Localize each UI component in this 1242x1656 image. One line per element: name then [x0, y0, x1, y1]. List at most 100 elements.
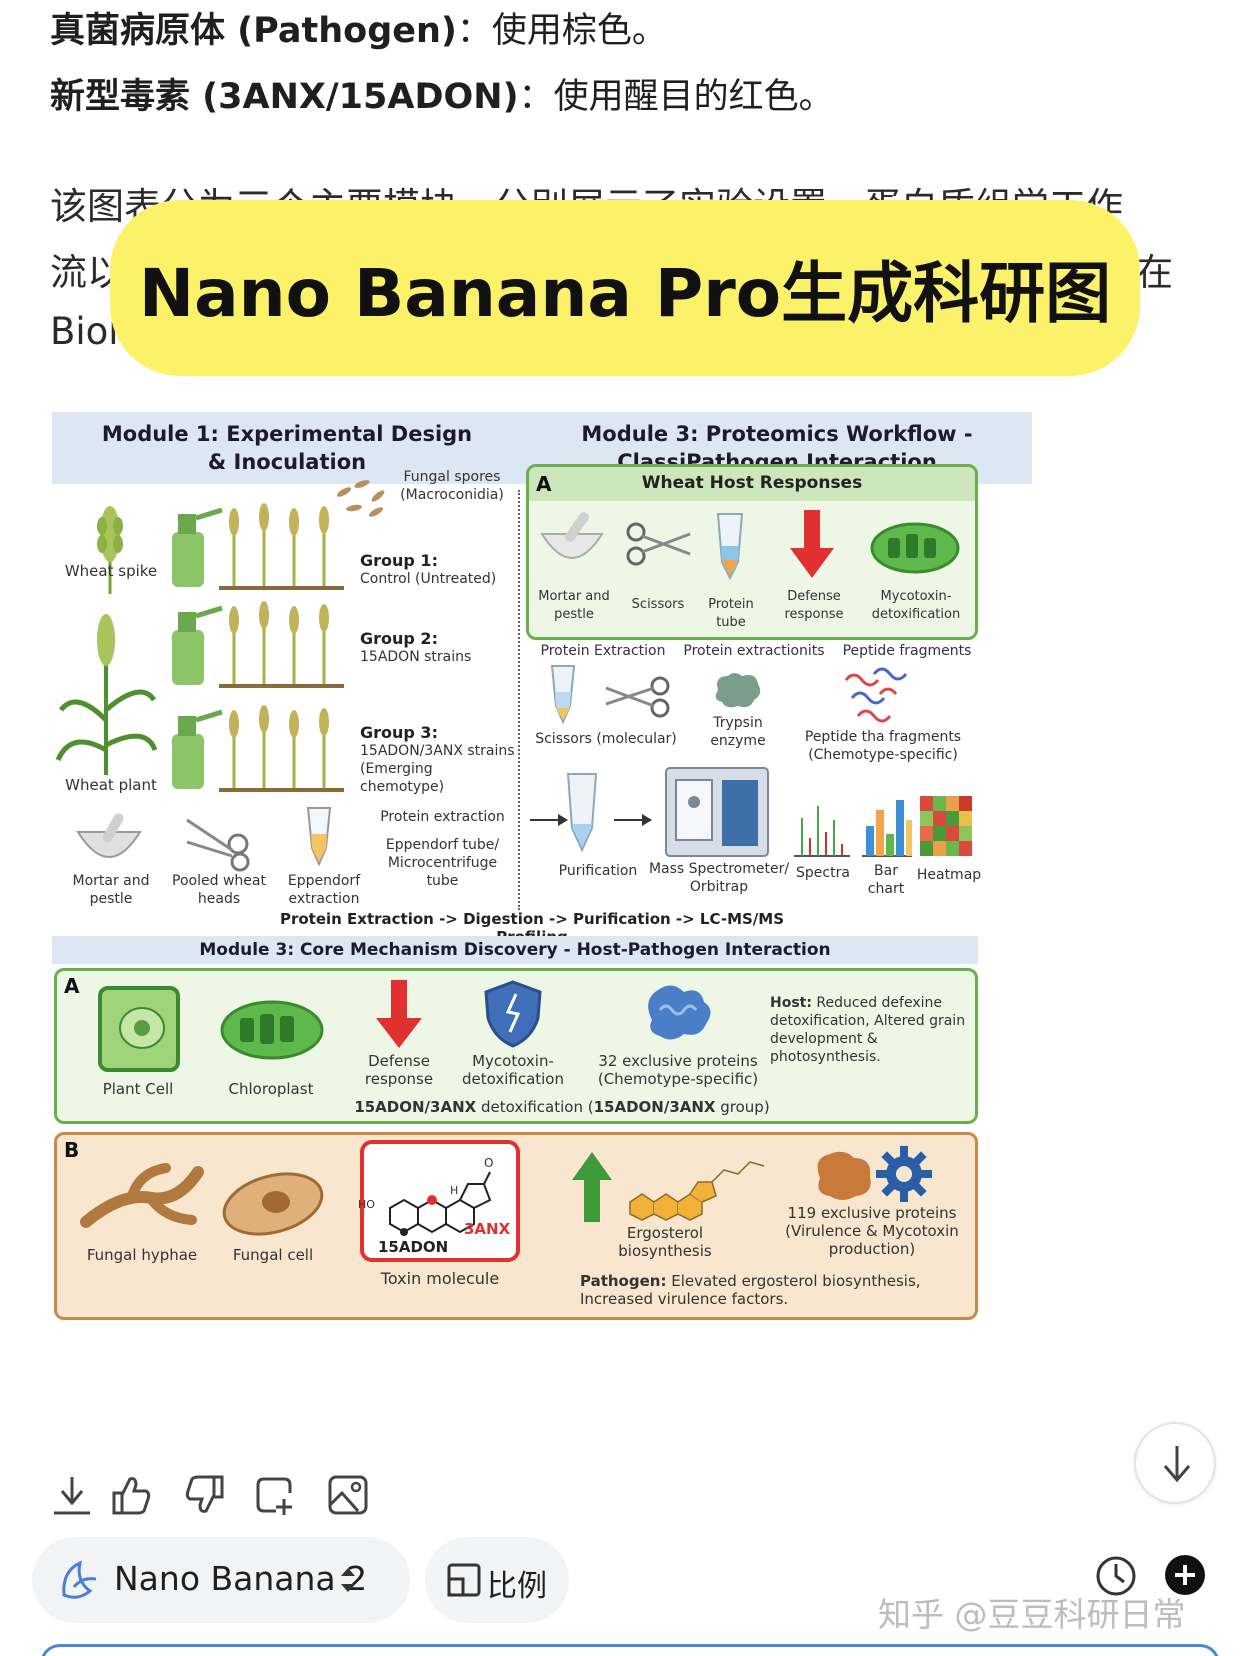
exclusive119-label: 119 exclusive proteins (Virulence & Myco… [785, 1204, 959, 1258]
arrow-right-icon-1 [530, 814, 568, 826]
fungal-spores-icon [336, 480, 385, 517]
toxin-label: 新型毒素 (3ANX/15ADON) [50, 77, 519, 117]
host-desc: Reduced defexine detoxification, Altered… [770, 995, 966, 1065]
scissors-molecular-label: Scissors (molecular) [535, 731, 677, 747]
protein-structure-icon [648, 985, 711, 1040]
panel-a-chloroplast-icon [870, 522, 960, 574]
thumbs-down-button[interactable] [182, 1473, 226, 1517]
panel-a-myco-label: Mycotoxin- detoxification [871, 589, 961, 622]
prompt-input-edge[interactable] [40, 1644, 1220, 1656]
module3-core-title: Module 3: Core Mechanism Discovery - Hos… [199, 940, 831, 960]
increase-arrow-icon [572, 1152, 612, 1222]
pathogen-summary-label: Pathogen: [580, 1272, 667, 1290]
core-defense-arrow-icon [376, 980, 422, 1048]
eppendorf-tube-icon [306, 807, 332, 867]
toxin-molecule-box[interactable] [360, 1140, 520, 1262]
wheat-plant-label: Wheat plant [65, 776, 157, 794]
heatmap-icon [920, 796, 972, 856]
purification-tube-icon [566, 773, 598, 853]
fungal-spores-label: Fungal spores (Macroconidia) [400, 469, 504, 503]
banana-logo-icon [62, 1560, 97, 1599]
trypsin-label: Trypsin enzyme [710, 715, 766, 749]
image-button[interactable] [326, 1473, 370, 1517]
pathogen-summary-desc: Elevated ergosterol biosynthesis, Increa… [580, 1272, 921, 1308]
toxin-color: ：使用醒目的红色。 [518, 77, 834, 117]
add-circle-icon[interactable] [1162, 1552, 1208, 1598]
toxin-molecule-structure [389, 1171, 492, 1236]
mortar-pestle-label: Mortar and pestle [72, 873, 150, 907]
model-label: Nano Banana 2 [114, 1559, 368, 1598]
toxin-3anx-label: 3ANX [464, 1220, 511, 1238]
thumbs-down-icon [185, 1475, 224, 1513]
group1-spray-icon [172, 503, 344, 590]
core-panel-a-letter: A [64, 974, 80, 998]
module1-header: Module 1: Experimental Design & Inoculat… [52, 412, 522, 484]
pathogen-label: 真菌病原体 (Pathogen) [50, 11, 457, 51]
panel-a-defense-arrow-icon [790, 510, 834, 578]
wheat-spike-icon [97, 506, 123, 594]
core-a-caption-bold-1: 15ADON/3ANX [354, 1098, 477, 1116]
group2-desc: 15ADON strains [360, 649, 472, 665]
module3-core-header: Module 3: Core Mechanism Discovery - Hos… [52, 936, 978, 964]
panel-a-scissors-label: Scissors [631, 597, 685, 612]
watermark: 知乎 @豆豆科研日常 [878, 1595, 1186, 1634]
aspect-ratio-button[interactable]: 比例 [425, 1537, 569, 1623]
molecular-scissors-icon [605, 676, 670, 718]
core-defense-label: Defense response [364, 1052, 434, 1088]
pooled-wheat-label: Pooled wheat heads [172, 873, 266, 907]
bar-chart-label: Bar chart [867, 863, 905, 897]
ergosterol-icon [629, 1161, 765, 1221]
thumbs-up-icon [112, 1477, 151, 1515]
core-panel-b-letter: B [64, 1138, 80, 1162]
shield-icon [484, 980, 542, 1048]
share-button[interactable] [254, 1473, 298, 1517]
step-peptide-fragments: Peptide fragments [842, 643, 972, 659]
download-button[interactable] [50, 1473, 94, 1517]
wheat-plant-icon [55, 614, 158, 775]
ergosterol-label: Ergosterol biosynthesis [618, 1224, 712, 1260]
plant-cell-label: Plant Cell [102, 1080, 174, 1098]
history-clock-icon[interactable] [1094, 1554, 1138, 1598]
panel-a-tube-label: Protein tube [708, 597, 754, 630]
fungal-protein-icon [817, 1151, 871, 1200]
digestion-tube-icon [550, 665, 576, 725]
group1-desc: Control (Untreated) [360, 571, 497, 587]
fungal-hyphae-icon [80, 1163, 204, 1228]
arrow-right-icon-2 [614, 814, 652, 826]
mortar-pestle-icon [76, 813, 142, 858]
chevron-up-down-icon [341, 1568, 355, 1592]
group2-title: Group 2: [360, 629, 438, 648]
host-summary: Host: Reduced defexine detoxification, A… [770, 994, 970, 1066]
panel-a-mortar-label: Mortar and pestle [538, 589, 610, 622]
panel-a-tube-icon [716, 513, 744, 581]
core-myco-label: Mycotoxin- detoxification [461, 1052, 564, 1088]
model-selector[interactable]: Nano Banana 2 [32, 1537, 410, 1623]
thumbs-up-button[interactable] [110, 1473, 154, 1517]
trypsin-enzyme-icon [715, 673, 761, 708]
panel-a-mortar-icon [540, 512, 604, 559]
core-a-caption: 15ADON/3ANX detoxification (15ADON/3ANX … [252, 1098, 872, 1116]
host-label: Host: [770, 995, 812, 1011]
toxin-o-label: O [484, 1156, 494, 1170]
group3-title: Group 3: [360, 723, 438, 742]
scroll-down-button[interactable] [1134, 1422, 1216, 1504]
group1-title: Group 1: [360, 551, 438, 570]
fungal-cell-label: Fungal cell [232, 1246, 314, 1264]
group2-spray-icon [172, 601, 344, 688]
toxin-ho-label: HO [358, 1198, 375, 1211]
chat-line-toxin: 新型毒素 (3ANX/15ADON)：使用醒目的红色。 [50, 68, 834, 119]
chloroplast-icon [220, 1000, 324, 1060]
step-protein-extractionits: Protein extractionits [683, 643, 825, 659]
plant-cell-icon [98, 986, 180, 1072]
eppendorf-note: Eppendorf tube/ Microcentrifuge tube [385, 837, 500, 889]
pathogen-color: ：使用棕色。 [456, 11, 667, 51]
fungal-cell-icon [222, 1172, 324, 1236]
share-icon [256, 1477, 292, 1515]
group3-spray-icon [172, 705, 344, 792]
generated-figure[interactable]: Module 1: Experimental Design & Inoculat… [52, 412, 1042, 1392]
image-icon [328, 1475, 368, 1515]
module1-title: Module 1: Experimental Design & Inoculat… [101, 422, 473, 474]
arrow-down-icon [1163, 1446, 1191, 1483]
download-icon [54, 1477, 90, 1515]
step-protein-extraction: Protein Extraction [540, 643, 666, 659]
